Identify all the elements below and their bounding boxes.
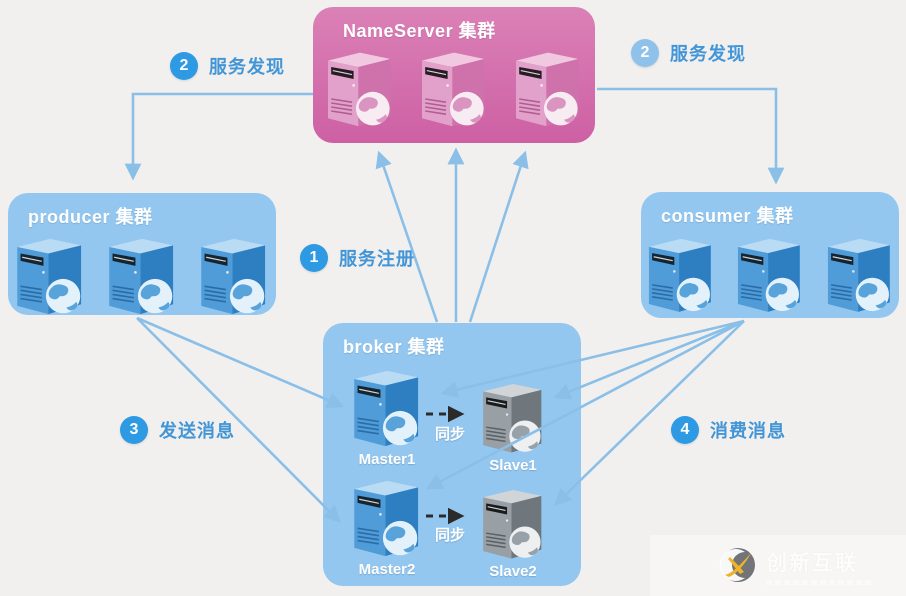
master1-label: Master1	[358, 451, 416, 468]
server-icon	[475, 481, 551, 563]
server-icon	[506, 43, 590, 131]
step-badge: 3	[120, 416, 148, 444]
consumer-cluster-box: consumer 集群	[641, 192, 899, 318]
server-icon	[346, 471, 428, 561]
broker-slave1-unit: Slave1	[463, 375, 563, 474]
step-badge: 1	[300, 244, 328, 272]
step-consume-message: 4 消费消息	[671, 416, 786, 444]
slave1-label: Slave1	[489, 457, 537, 474]
edge-send-message-master1	[136, 316, 345, 409]
edge-consume-message-slave2	[554, 320, 745, 506]
producer-cluster-title: producer 集群	[28, 207, 153, 227]
server-icon	[730, 228, 809, 318]
edge-service-discovery-left	[124, 92, 313, 181]
sync-label-2: 同步	[434, 527, 465, 544]
step-send-message: 3 发送消息	[120, 416, 235, 444]
producer-server-row	[8, 229, 276, 319]
consumer-server-row	[641, 228, 899, 318]
watermark-logo-icon	[719, 548, 755, 582]
broker-cluster-title: broker 集群	[343, 337, 445, 357]
server-icon	[346, 361, 428, 451]
watermark: 创新互联	[650, 535, 906, 596]
broker-slave2-unit: Slave2	[463, 481, 563, 580]
server-icon	[475, 375, 551, 457]
nameserver-cluster-title: NameServer 集群	[343, 21, 496, 41]
slave2-label: Slave2	[489, 563, 537, 580]
step-badge: 2	[631, 39, 659, 67]
edge-service-register-1	[375, 150, 439, 323]
server-icon	[641, 228, 720, 318]
sync-label-1: 同步	[434, 426, 465, 443]
server-icon	[820, 228, 899, 318]
edge-service-discovery-right	[597, 87, 785, 185]
watermark-brand: 创新互联	[766, 551, 858, 575]
step-service-register: 1 服务注册	[300, 244, 415, 272]
step-service-discovery-right: 2 服务发现	[631, 39, 746, 67]
nameserver-server-row	[313, 43, 595, 131]
server-icon	[9, 229, 91, 319]
watermark-subtext-bar	[766, 579, 874, 585]
master2-label: Master2	[358, 561, 416, 578]
watermark-text: 创新互联	[766, 547, 874, 585]
producer-cluster-box: producer 集群	[8, 193, 276, 315]
broker-master2-unit: Master2	[335, 471, 439, 578]
step-badge: 4	[671, 416, 699, 444]
server-icon	[193, 229, 275, 319]
edge-consume-message-slave1	[553, 319, 745, 400]
step-badge: 2	[170, 52, 198, 80]
consumer-cluster-title: consumer 集群	[661, 206, 794, 226]
server-icon	[318, 43, 402, 131]
edge-service-register-3	[468, 150, 529, 323]
step-service-discovery-left: 2 服务发现	[170, 52, 285, 80]
server-icon	[101, 229, 183, 319]
server-icon	[412, 43, 496, 131]
broker-cluster-box: broker 集群 Master1	[323, 323, 581, 586]
broker-master1-unit: Master1	[335, 361, 439, 468]
nameserver-cluster-box: NameServer 集群	[313, 7, 595, 143]
